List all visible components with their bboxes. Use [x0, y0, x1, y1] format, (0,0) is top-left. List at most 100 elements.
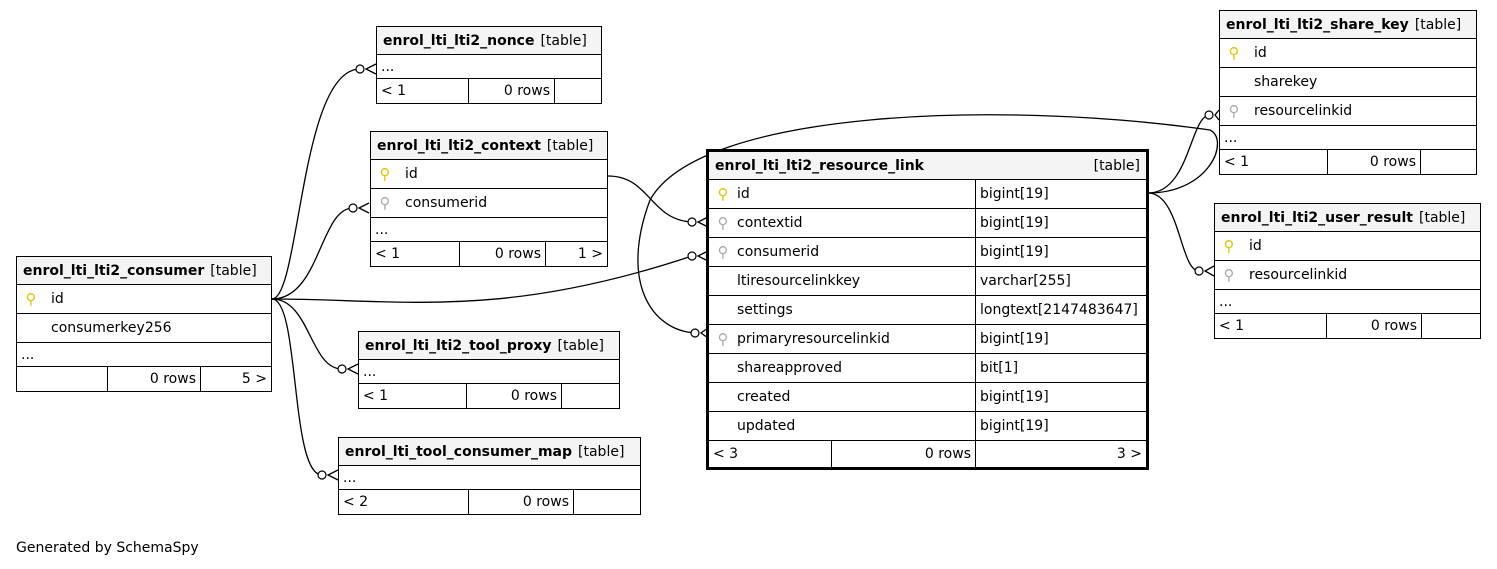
row-count: 0 rows	[469, 79, 555, 103]
column-type: bigint[19]	[980, 418, 1049, 434]
table-consumer[interactable]: enrol_lti_lti2_consumer[table] ⚲id consu…	[16, 256, 272, 392]
column-row: ⚲ id	[1215, 232, 1480, 261]
column-name: ltiresourcelinkkey	[737, 273, 861, 289]
parents-count[interactable]: < 1	[371, 242, 460, 266]
column-name: shareapproved	[737, 360, 842, 376]
column-name: contextid	[737, 215, 803, 231]
table-footer: < 3 0 rows 3 >	[709, 441, 1146, 467]
primary-key-icon: ⚲	[379, 165, 391, 183]
table-tag: [table]	[1419, 209, 1466, 226]
primary-key-icon: ⚲	[1223, 237, 1235, 255]
wire-consumer-tool-proxy	[271, 298, 343, 370]
column-name-cell: ⚲id	[709, 180, 976, 208]
parents-count[interactable]: < 1	[1215, 314, 1327, 338]
optional-marker	[1194, 266, 1204, 276]
more-columns: ...	[1215, 290, 1480, 314]
children-count[interactable]	[1421, 150, 1476, 174]
optional-marker	[690, 328, 700, 338]
column-row: ⚲ id	[371, 160, 607, 189]
crow-foot	[1214, 109, 1220, 121]
table-tool-proxy[interactable]: enrol_lti_lti2_tool_proxy[table] ... < 1…	[358, 331, 620, 409]
table-name: enrol_lti_lti2_nonce	[383, 32, 535, 49]
column-name: resourcelinkid	[1249, 267, 1348, 283]
column-name: settings	[737, 302, 793, 318]
wire-context-resource-link	[607, 175, 693, 223]
crow-foot	[699, 327, 709, 339]
parents-count[interactable]: < 1	[359, 384, 467, 408]
parents-count[interactable]: < 1	[1220, 150, 1328, 174]
crow-foot	[326, 469, 339, 481]
table-footer: 0 rows 5 >	[17, 367, 271, 391]
more-columns: ...	[359, 360, 619, 384]
table-tool-consumer-map[interactable]: enrol_lti_tool_consumer_map[table] ... <…	[338, 437, 641, 515]
children-count[interactable]	[562, 384, 619, 408]
parents-count[interactable]	[17, 367, 108, 391]
children-count[interactable]	[555, 79, 601, 103]
parents-count[interactable]: < 3	[709, 441, 832, 467]
wire-resource-link-self	[637, 114, 1219, 334]
column-name: consumerid	[737, 244, 820, 260]
column-name-cell: ltiresourcelinkkey	[709, 267, 976, 295]
column-name: created	[737, 389, 791, 405]
table-header: enrol_lti_lti2_context [table]	[371, 132, 607, 160]
table-name: enrol_lti_lti2_context	[377, 137, 541, 154]
table-tag: [table]	[546, 137, 594, 154]
parents-count[interactable]: < 2	[339, 490, 469, 514]
optional-marker	[337, 364, 347, 374]
children-count[interactable]	[1422, 314, 1480, 338]
column-name: consumerkey256	[51, 320, 172, 336]
table-header: enrol_lti_lti2_resource_link[table]	[709, 152, 1146, 180]
table-header: enrol_lti_lti2_share_key[table]	[1220, 11, 1476, 39]
foreign-key-icon: ⚲	[379, 194, 391, 212]
table-nonce[interactable]: enrol_lti_lti2_nonce[table] ... < 1 0 ro…	[376, 26, 602, 104]
column-name-cell: ⚲ primaryresourcelinkid	[709, 325, 976, 353]
column-name-cell: ⚲ contextid	[709, 209, 976, 237]
column-row: ⚲ consumerid	[371, 189, 607, 218]
table-user-result[interactable]: enrol_lti_lti2_user_result[table] ⚲ id ⚲ r…	[1214, 203, 1481, 339]
crow-foot	[364, 63, 377, 75]
column-name: id	[405, 166, 418, 182]
column-name-cell: updated	[709, 412, 976, 440]
table-name: enrol_lti_lti2_tool_proxy	[365, 337, 552, 354]
optional-marker	[687, 217, 697, 227]
table-share-key[interactable]: enrol_lti_lti2_share_key[table] ⚲id shar…	[1219, 10, 1477, 175]
row-count: 0 rows	[108, 367, 201, 391]
table-footer: < 2 0 rows	[339, 490, 640, 514]
foreign-key-icon: ⚲	[717, 214, 729, 232]
column-name: primaryresourcelinkid	[737, 331, 890, 347]
table-footer: < 1 0 rows 1 >	[371, 242, 607, 266]
column-name: sharekey	[1254, 74, 1318, 90]
table-header: enrol_lti_lti2_user_result[table]	[1215, 204, 1480, 232]
table-footer: < 1 0 rows	[1215, 314, 1480, 338]
crow-foot	[1203, 265, 1215, 277]
optional-marker	[317, 470, 327, 480]
column-name: resourcelinkid	[1254, 103, 1353, 119]
children-count[interactable]: 5 >	[241, 371, 267, 387]
column-type: bigint[19]	[980, 389, 1049, 405]
column-name: id	[737, 186, 750, 202]
children-count[interactable]: 3 >	[1116, 446, 1142, 462]
column-type: bigint[19]	[980, 186, 1049, 202]
column-name: id	[1249, 238, 1262, 254]
optional-marker	[348, 203, 358, 213]
column-name: consumerid	[405, 195, 488, 211]
parents-count[interactable]: < 1	[377, 79, 469, 103]
row-count: 0 rows	[467, 384, 562, 408]
optional-marker	[1204, 110, 1214, 120]
column-type: varchar[255]	[980, 273, 1071, 289]
column-row: ⚲resourcelinkid	[1220, 97, 1476, 126]
wire-consumer-consumer-map	[271, 298, 323, 476]
column-name-cell: settings	[709, 296, 976, 324]
children-count[interactable]	[574, 490, 640, 514]
foreign-key-icon: ⚲	[717, 330, 729, 348]
children-count[interactable]: 1 >	[577, 246, 603, 262]
column-row: consumerkey256	[17, 314, 271, 343]
table-footer: < 1 0 rows	[377, 79, 601, 103]
table-context[interactable]: enrol_lti_lti2_context [table] ⚲ id ⚲ consu…	[370, 131, 608, 267]
column-row: sharekey	[1220, 68, 1476, 97]
